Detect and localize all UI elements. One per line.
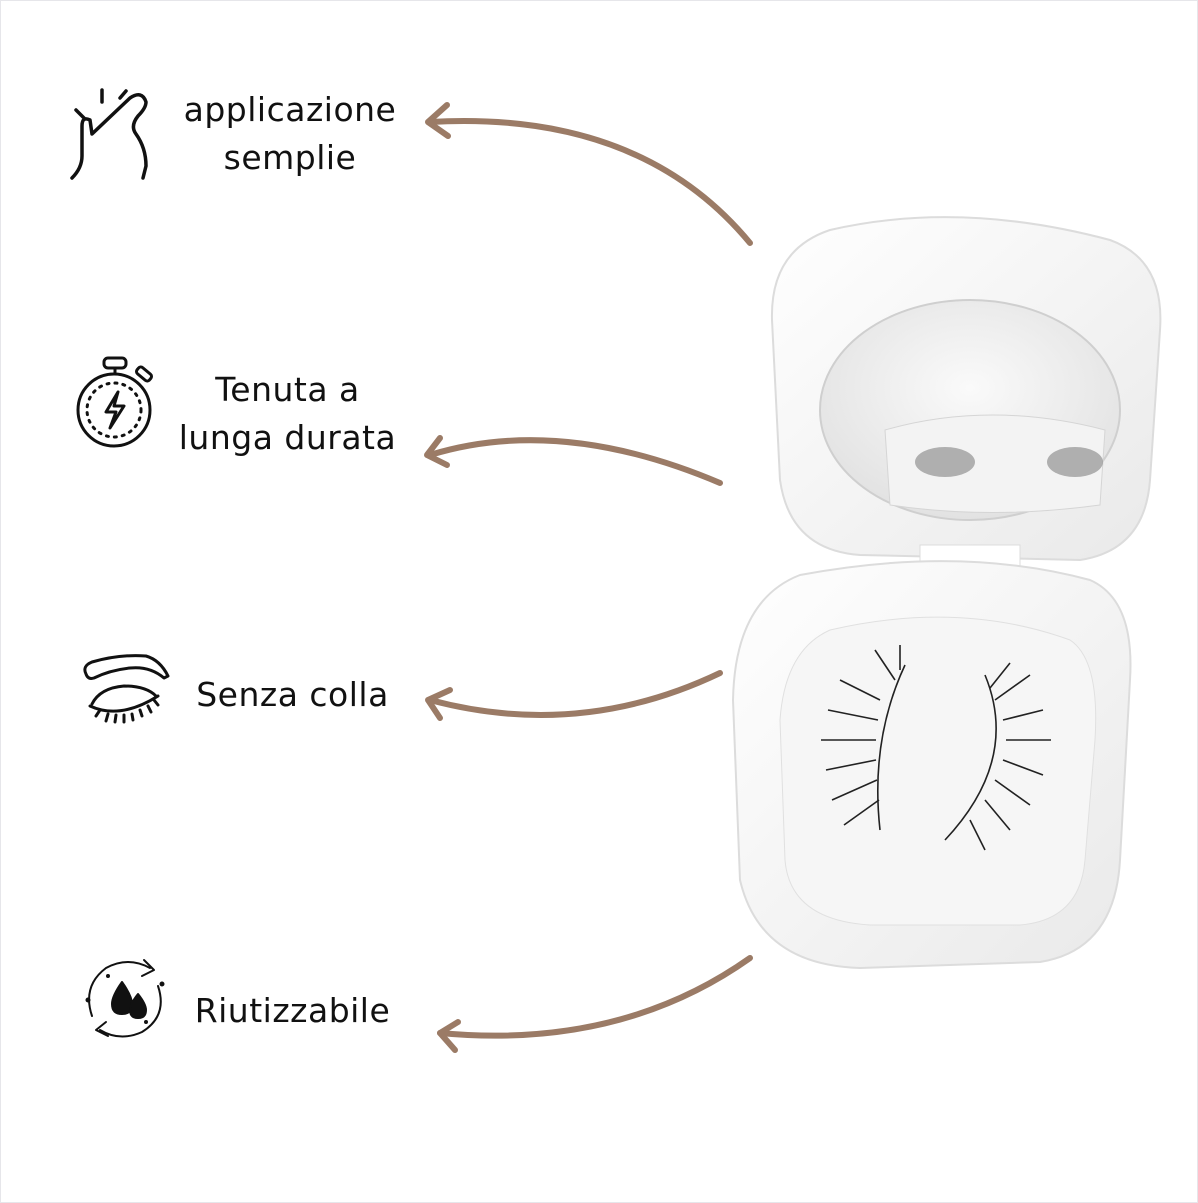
feature-easy-application: applicazione semplie [170,86,410,182]
arrow-1 [425,102,753,246]
feature-label-line: applicazione [183,90,397,129]
case-lid [770,216,1162,586]
arrow-2 [424,435,723,486]
feature-label-line: lunga durata [178,418,397,457]
feature-long-lasting: Tenuta a lunga durata [165,366,410,462]
arrow-4 [437,955,753,1053]
eyelash-left [821,645,906,831]
feature-label-line: semplie [223,138,357,177]
case-base [731,560,1132,970]
feature-reusable: Riutizzabile [194,991,391,1030]
stopwatch-lightning-icon [74,356,158,452]
arrow-3 [425,670,723,721]
feature-label-line: Tenuta a [215,370,360,409]
eyelash-right [944,662,1051,851]
reuse-drops-icon [82,956,168,1046]
tap-hand-icon [68,86,152,186]
feature-no-glue: Senza colla [196,675,389,714]
closed-eye-icon [80,652,172,732]
